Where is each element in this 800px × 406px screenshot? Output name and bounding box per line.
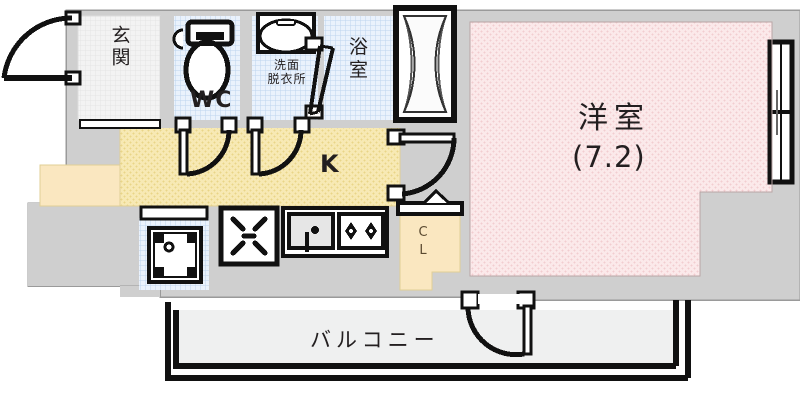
balcony-floor: [176, 310, 676, 368]
bathroom-text-line1: 浴: [348, 36, 371, 58]
swing-door-icon washroom-door: [246, 116, 311, 177]
room-label-entrance: 玄関: [104, 25, 134, 75]
room-label-bathroom: 浴 室: [348, 36, 372, 82]
ventilation-fan-icon: [218, 205, 280, 267]
shoe-cabinet-icon: [39, 164, 121, 207]
washroom-text-line1: 洗面: [273, 58, 300, 72]
folding-door-icon bathroom-door: [304, 36, 335, 120]
bathroom-text-line2: 室: [348, 59, 371, 81]
kitchen-sink-icon: [287, 212, 335, 252]
wall-lines: [160, 16, 470, 128]
swing-door-icon main-room-door: [386, 128, 457, 202]
room-label-closet: C L: [412, 224, 434, 260]
room-label-washroom: 洗面 脱衣所: [258, 58, 316, 86]
swing-door-icon entrance-door: [1, 10, 82, 86]
room-label-main-room: 洋室: [578, 101, 650, 136]
kitchen-counter: [281, 206, 389, 258]
bathtub-icon: [393, 5, 457, 123]
folding-door-icon closet-door: [396, 188, 464, 216]
entrance-floor: [77, 15, 161, 121]
closet-text-line2: L: [419, 243, 427, 258]
room-area-main-room: (7.2): [572, 140, 646, 174]
entrance-step: [79, 119, 161, 129]
washing-machine-icon: [139, 205, 209, 290]
gas-stove-icon: [337, 212, 385, 250]
toilet-icon: [172, 19, 235, 101]
room-label-kitchen: K: [320, 150, 339, 178]
swing-door-icon balcony-door: [460, 290, 536, 358]
room-label-balcony: バルコニー: [310, 328, 440, 352]
swing-door-icon toilet-door: [174, 116, 238, 177]
window-icon east-window: [767, 39, 795, 185]
washroom-text-line2: 脱衣所: [267, 72, 307, 86]
room-label-toilet: WC: [190, 88, 233, 113]
entrance-text: 玄関: [108, 25, 131, 69]
plan-outline: [469, 21, 773, 277]
balcony-outline: [165, 300, 691, 381]
closet-text-line1: C: [418, 225, 428, 240]
